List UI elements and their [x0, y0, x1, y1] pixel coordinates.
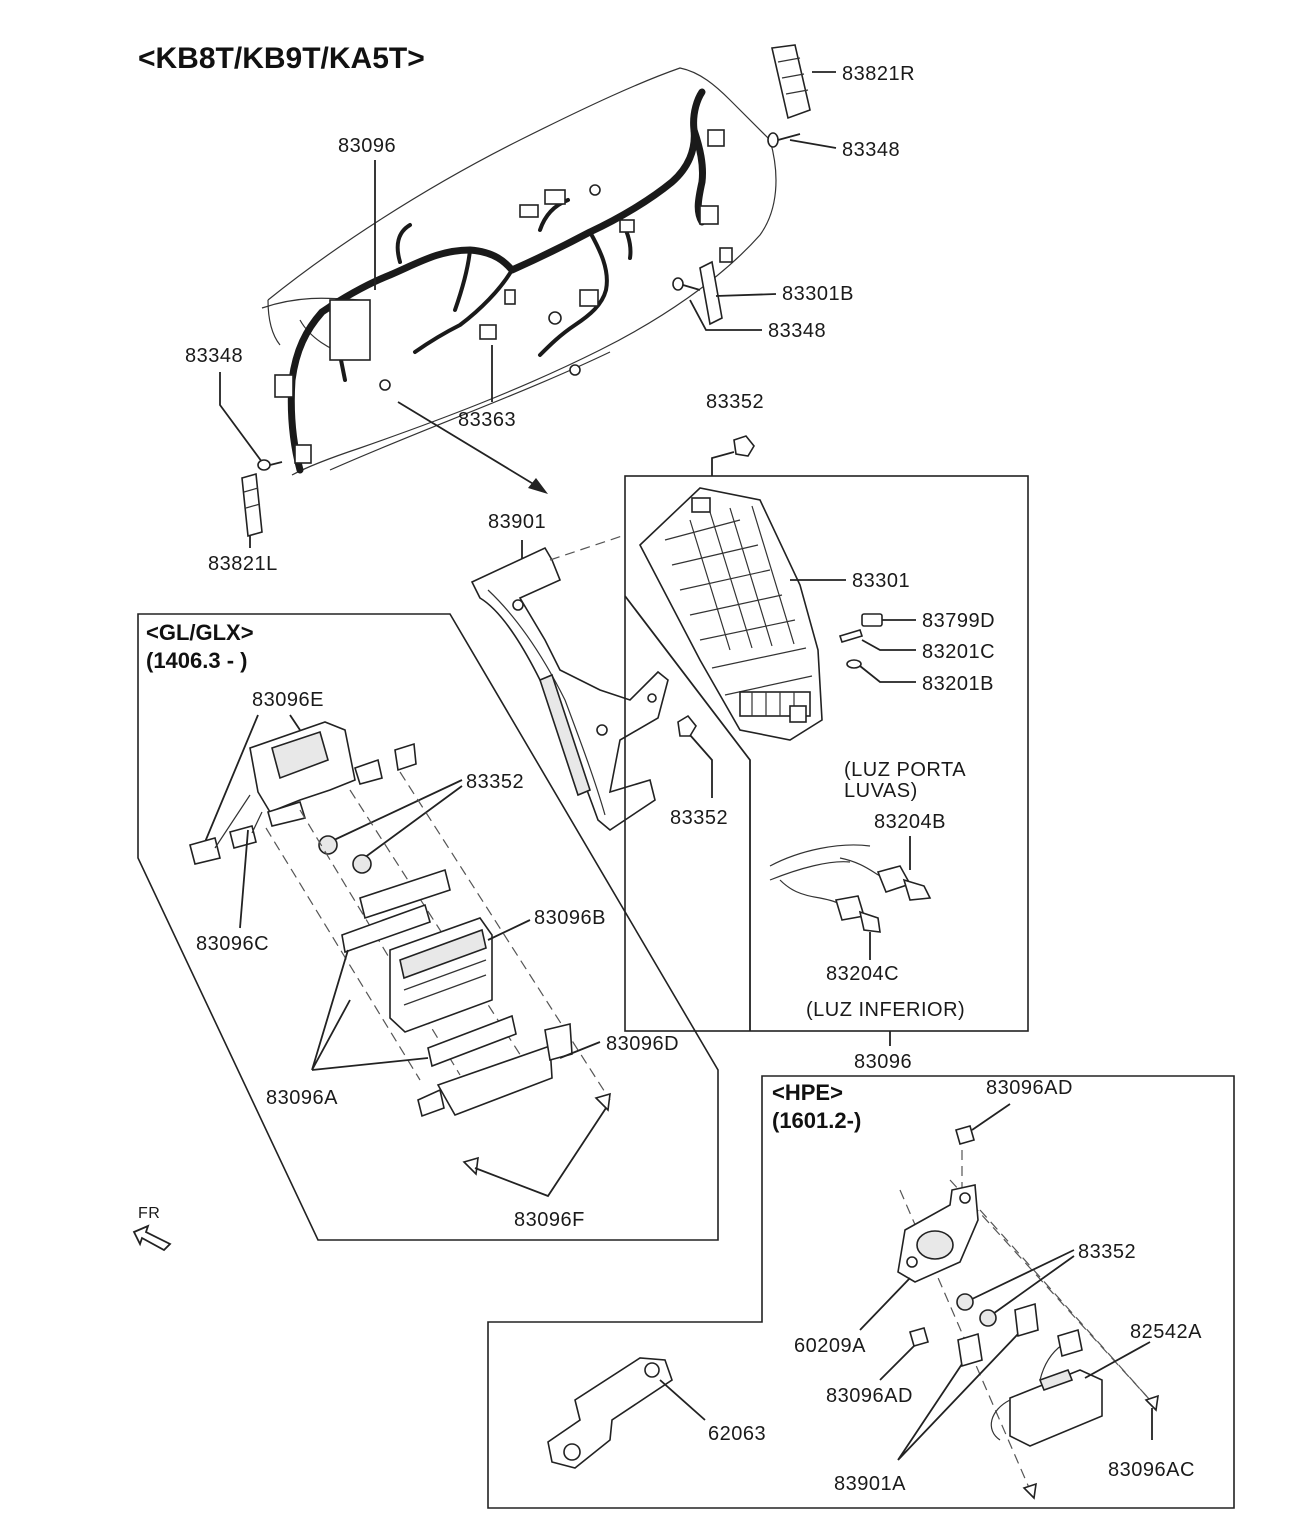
part-label-83352-glglx: 83352 [466, 771, 524, 793]
glglx-variant-header: <GL/GLX> [146, 620, 254, 645]
glglx-panel [137, 613, 719, 1241]
pad-icon [427, 1014, 517, 1068]
relay-icon [861, 613, 883, 627]
fuse-box-83301 [639, 487, 823, 741]
clip-icon [955, 1125, 975, 1145]
connector-icon [707, 129, 725, 147]
connector-icon [294, 444, 312, 464]
front-direction-label: FR [138, 1205, 160, 1222]
variant-header-main: <KB8T/KB9T/KA5T> [138, 42, 425, 75]
control-module-83096B [389, 917, 493, 1033]
fuse-icon [846, 659, 862, 669]
screw-icon [767, 132, 801, 148]
connector-icon [504, 289, 516, 305]
part-label-83799D: 83799D [922, 610, 995, 632]
luz-inferior-label: (LUZ INFERIOR) [806, 999, 965, 1021]
part-label-83096B: 83096B [534, 907, 606, 929]
screw-icon [462, 1092, 611, 1176]
part-label-83352-hpe: 83352 [1078, 1241, 1136, 1263]
part-label-83901A: 83901A [834, 1473, 906, 1495]
part-label-83096-harness: 83096 [338, 135, 396, 157]
front-arrow-icon [132, 1224, 172, 1252]
hpe-range-header: (1601.2-) [772, 1108, 861, 1133]
part-label-83352-bracket: 83352 [670, 807, 728, 829]
nut-icon [318, 835, 372, 874]
part-label-83096D: 83096D [606, 1033, 679, 1055]
connector-icon [479, 324, 497, 340]
luz-porta-label-line1: (LUZ PORTA [844, 759, 966, 781]
luz-porta-label-line2: LUVAS) [844, 780, 918, 802]
main-wiring-harness [274, 88, 733, 474]
part-label-83352-top: 83352 [706, 391, 764, 413]
connector-icon [579, 289, 599, 307]
connector-icon [589, 184, 601, 196]
nut-icon [733, 435, 755, 457]
part-label-83363: 83363 [458, 409, 516, 431]
part-label-83348-right: 83348 [768, 320, 826, 342]
part-label-83901: 83901 [488, 511, 546, 533]
mounting-bracket-83096E [189, 721, 417, 865]
part-label-83204C: 83204C [826, 963, 899, 985]
part-label-83204B: 83204B [874, 811, 946, 833]
lamp-wiring [769, 844, 932, 933]
part-label-83301B: 83301B [782, 283, 854, 305]
part-label-83096AC: 83096AC [1108, 1459, 1195, 1481]
pad-icon [341, 868, 451, 954]
connector-icon [519, 204, 539, 218]
part-label-83096AD-top: 83096AD [986, 1077, 1073, 1099]
nut-icon [677, 714, 697, 737]
bracket-83301B [672, 260, 723, 326]
screw-icon [1022, 1394, 1159, 1500]
hpe-panel [487, 1075, 1235, 1509]
bracket-62063 [547, 1357, 673, 1469]
connector-icon [379, 379, 391, 391]
nut-icon [956, 1293, 997, 1327]
part-label-83096-panel: 83096 [854, 1051, 912, 1073]
part-label-83821R: 83821R [842, 63, 915, 85]
clip-icon [909, 1327, 929, 1347]
connector-icon [544, 189, 566, 205]
connector-icon [719, 247, 733, 263]
module-82542A [990, 1328, 1103, 1447]
part-label-83201B: 83201B [922, 673, 994, 695]
part-label-83201C: 83201C [922, 641, 995, 663]
part-label-82542A: 82542A [1130, 1321, 1202, 1343]
connector-icon [619, 219, 635, 233]
connector-icon [569, 364, 581, 376]
dashboard-outline [261, 67, 777, 476]
part-label-62063: 62063 [708, 1423, 766, 1445]
connector-icon [548, 311, 562, 325]
connector-icon [274, 374, 294, 398]
bracket-60209A [897, 1184, 979, 1283]
connector-icon [699, 205, 719, 225]
part-label-83821L: 83821L [208, 553, 278, 575]
pad-icon [957, 1302, 1039, 1368]
junction-connector-icon [329, 299, 371, 361]
clip-83821R [771, 44, 811, 120]
screw-icon [257, 459, 283, 471]
part-label-83301: 83301 [852, 570, 910, 592]
direction-arrow-icon [397, 401, 548, 494]
bracket-83901 [470, 546, 669, 831]
part-label-60209A: 60209A [794, 1335, 866, 1357]
clip-83821L [241, 472, 263, 538]
hpe-variant-header: <HPE> [772, 1080, 843, 1105]
fuse-box-panel [624, 475, 1029, 1032]
part-label-83348-left: 83348 [185, 345, 243, 367]
part-label-83096F: 83096F [514, 1209, 585, 1231]
part-label-83348-top: 83348 [842, 139, 900, 161]
glglx-range-header: (1406.3 - ) [146, 648, 248, 673]
part-label-83096AD-bottom: 83096AD [826, 1385, 913, 1407]
fuse-icon [838, 629, 864, 643]
part-label-83096E: 83096E [252, 689, 324, 711]
part-label-83096A: 83096A [266, 1087, 338, 1109]
part-label-83096C: 83096C [196, 933, 269, 955]
